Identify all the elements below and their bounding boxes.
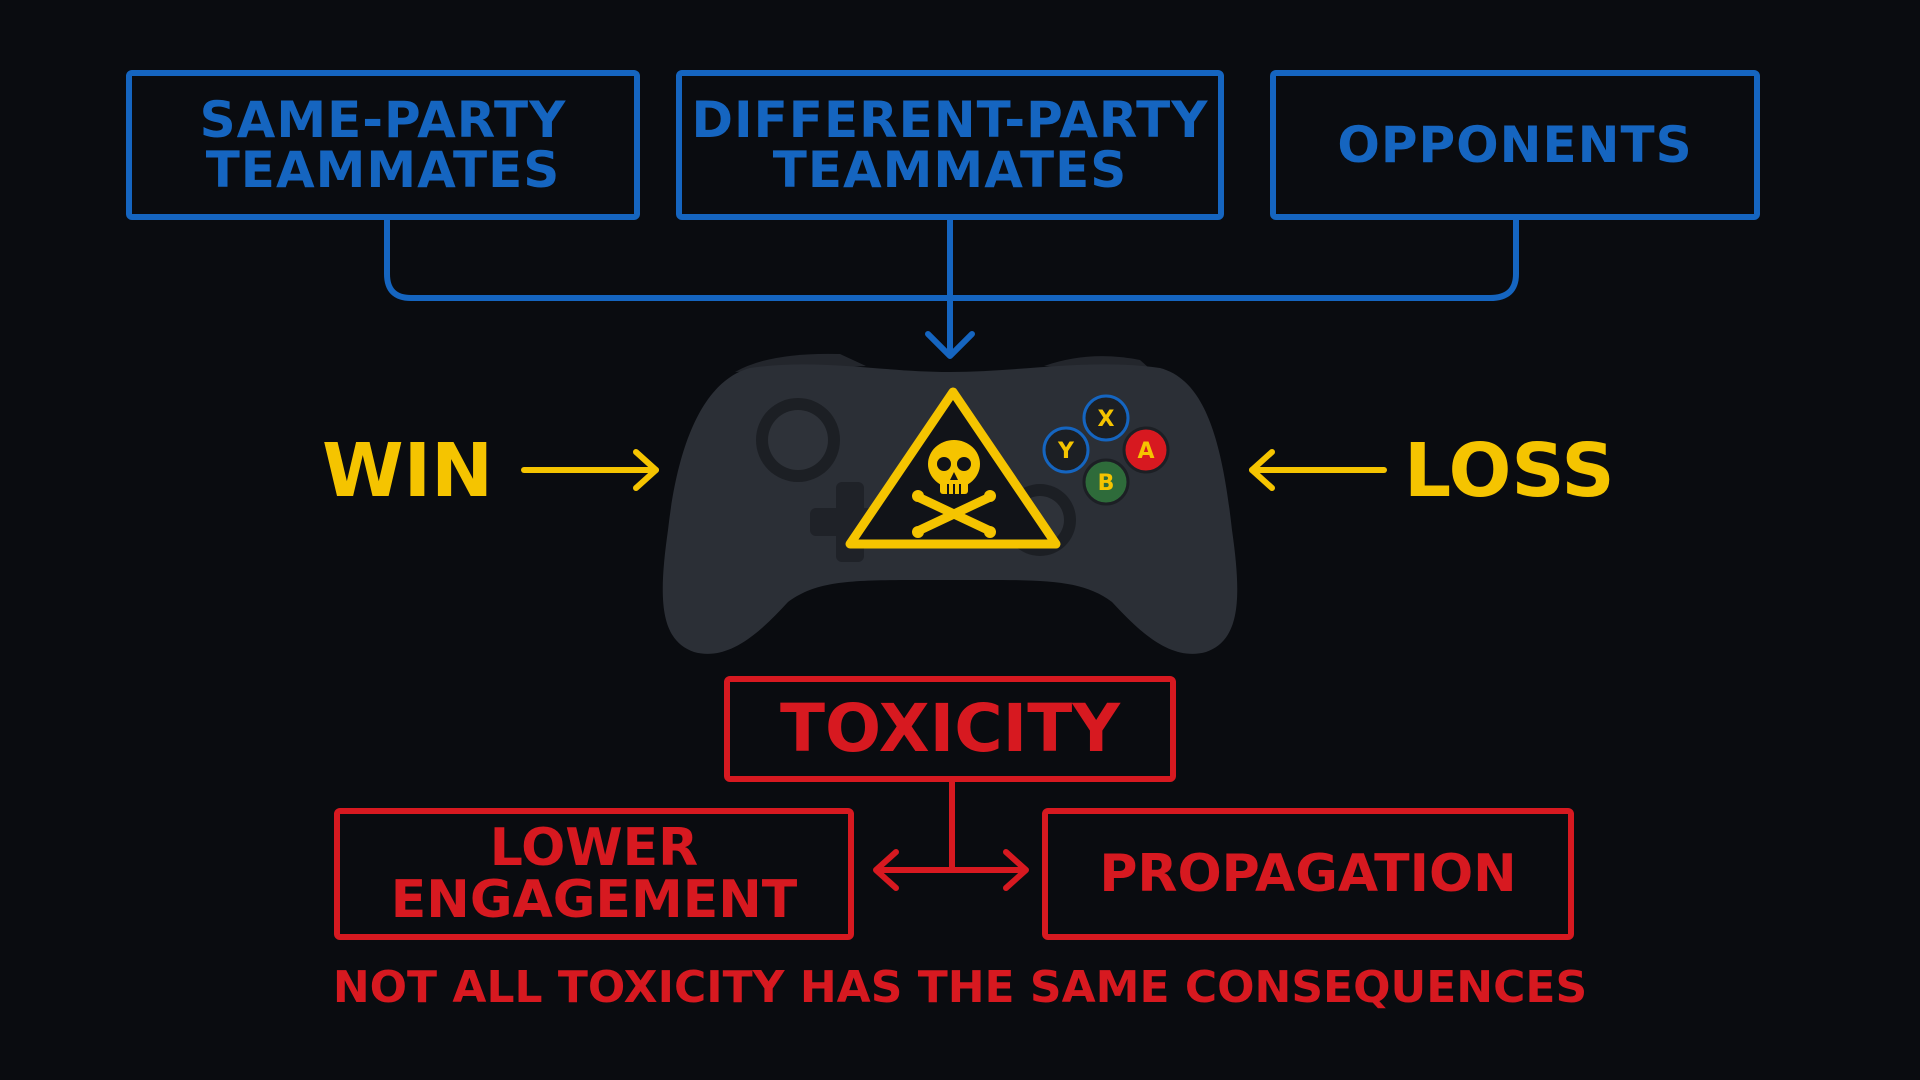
button-y-label: Y <box>1057 439 1075 464</box>
toxicity-label: TOXICITY <box>779 690 1121 767</box>
propagation-label: PROPAGATION <box>1099 844 1517 904</box>
button-a-label: A <box>1137 439 1154 464</box>
lower-engagement-box: LOWER ENGAGEMENT <box>334 808 854 940</box>
toxicity-box: TOXICITY <box>724 676 1176 782</box>
same-party-teammates-box: SAME-PARTY TEAMMATES <box>126 70 640 220</box>
button-y <box>1042 426 1090 474</box>
different-party-teammates-box: DIFFERENT-PARTY TEAMMATES <box>676 70 1224 220</box>
toxic-warning-icon <box>845 387 1061 549</box>
lower-engagement-label: LOWER ENGAGEMENT <box>390 818 798 930</box>
opponents-label: OPPONENTS <box>1337 116 1693 174</box>
different-party-teammates-label: DIFFERENT-PARTY TEAMMATES <box>691 91 1209 199</box>
same-party-teammates-label: SAME-PARTY TEAMMATES <box>199 91 567 199</box>
button-a <box>1122 426 1170 474</box>
loss-arrowhead <box>1249 449 1275 491</box>
win-label: WIN <box>322 428 494 514</box>
propagation-box: PROPAGATION <box>1042 808 1574 940</box>
skull-icon <box>928 440 980 494</box>
button-b-label: B <box>1098 471 1115 496</box>
left-arrowhead <box>873 849 899 891</box>
down-arrowhead <box>925 331 975 359</box>
right-arrowhead <box>1003 849 1029 891</box>
button-x <box>1082 394 1130 442</box>
crossbones-icon <box>915 493 993 535</box>
footer-caption: NOT ALL TOXICITY HAS THE SAME CONSEQUENC… <box>332 962 1588 1013</box>
button-x-label: X <box>1098 407 1115 432</box>
left-stick <box>768 410 828 470</box>
win-arrowhead <box>633 449 659 491</box>
loss-label: LOSS <box>1404 428 1615 514</box>
face-buttons: X Y A B <box>1042 394 1170 506</box>
button-b <box>1082 458 1130 506</box>
opponents-box: OPPONENTS <box>1270 70 1760 220</box>
